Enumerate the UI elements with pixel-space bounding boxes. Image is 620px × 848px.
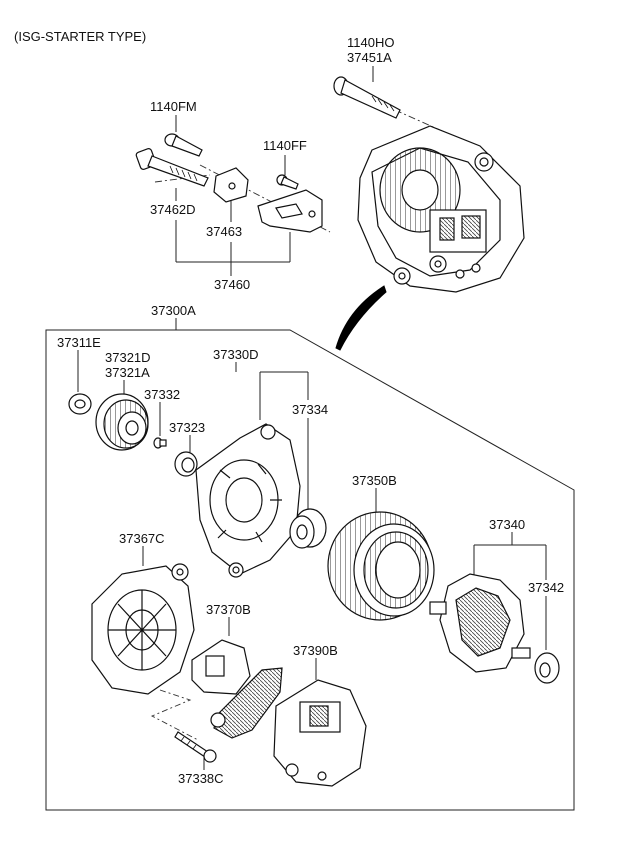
bolt-37462D xyxy=(135,148,209,187)
label-37370B: 37370B xyxy=(206,602,251,617)
pulley-37321 xyxy=(95,393,149,451)
diagram-header: (ISG-STARTER TYPE) xyxy=(14,29,147,44)
label-37330D: 37330D xyxy=(213,347,259,362)
label-1140FF: 1140FF xyxy=(263,138,307,153)
bolt-1140HO xyxy=(333,76,401,119)
label-37460: 37460 xyxy=(214,277,251,292)
label-37463: 37463 xyxy=(206,224,243,239)
rectifier-37390-arm xyxy=(210,667,283,739)
label-37342: 37342 xyxy=(528,580,565,595)
bearing-37334 xyxy=(289,508,327,549)
label-37300A: 37300A xyxy=(151,303,196,318)
label-37323: 37323 xyxy=(169,420,206,435)
rear-housing-37367C xyxy=(91,563,195,695)
bearing-37342 xyxy=(534,652,560,684)
bolt-1140FM xyxy=(164,133,203,157)
label-37451A: 37451A xyxy=(347,50,392,65)
assembly-arrow xyxy=(335,285,387,351)
label-37332: 37332 xyxy=(144,387,181,402)
bracket-37460 xyxy=(257,189,323,233)
label-37462D: 37462D xyxy=(150,202,196,217)
bolt-1140FF xyxy=(276,174,299,190)
label-37338C: 37338C xyxy=(178,771,224,786)
label-1140HO: 1140HO xyxy=(347,35,395,50)
front-housing-37330D xyxy=(195,423,301,578)
regulator-37370B xyxy=(191,639,251,695)
label-37334: 37334 xyxy=(292,402,329,417)
label-37321D: 37321D xyxy=(105,350,151,365)
screw-37332 xyxy=(153,437,167,449)
stator-37350B xyxy=(327,511,435,621)
label-37311E: 37311E xyxy=(57,335,101,350)
spacer-37463 xyxy=(213,167,249,203)
label-37350B: 37350B xyxy=(352,473,397,488)
label-37390B: 37390B xyxy=(293,643,338,658)
bolt-37338C xyxy=(174,731,217,763)
label-37367C: 37367C xyxy=(119,531,165,546)
label-37321A: 37321A xyxy=(105,365,150,380)
rotor-37340 xyxy=(429,573,531,673)
alternator-assembly xyxy=(357,125,525,293)
nut-37311E xyxy=(68,393,92,415)
bearing-37323 xyxy=(174,451,198,477)
label-1140FM: 1140FM xyxy=(150,99,197,114)
rear-cover-37390B xyxy=(273,679,367,787)
label-37340: 37340 xyxy=(489,517,526,532)
